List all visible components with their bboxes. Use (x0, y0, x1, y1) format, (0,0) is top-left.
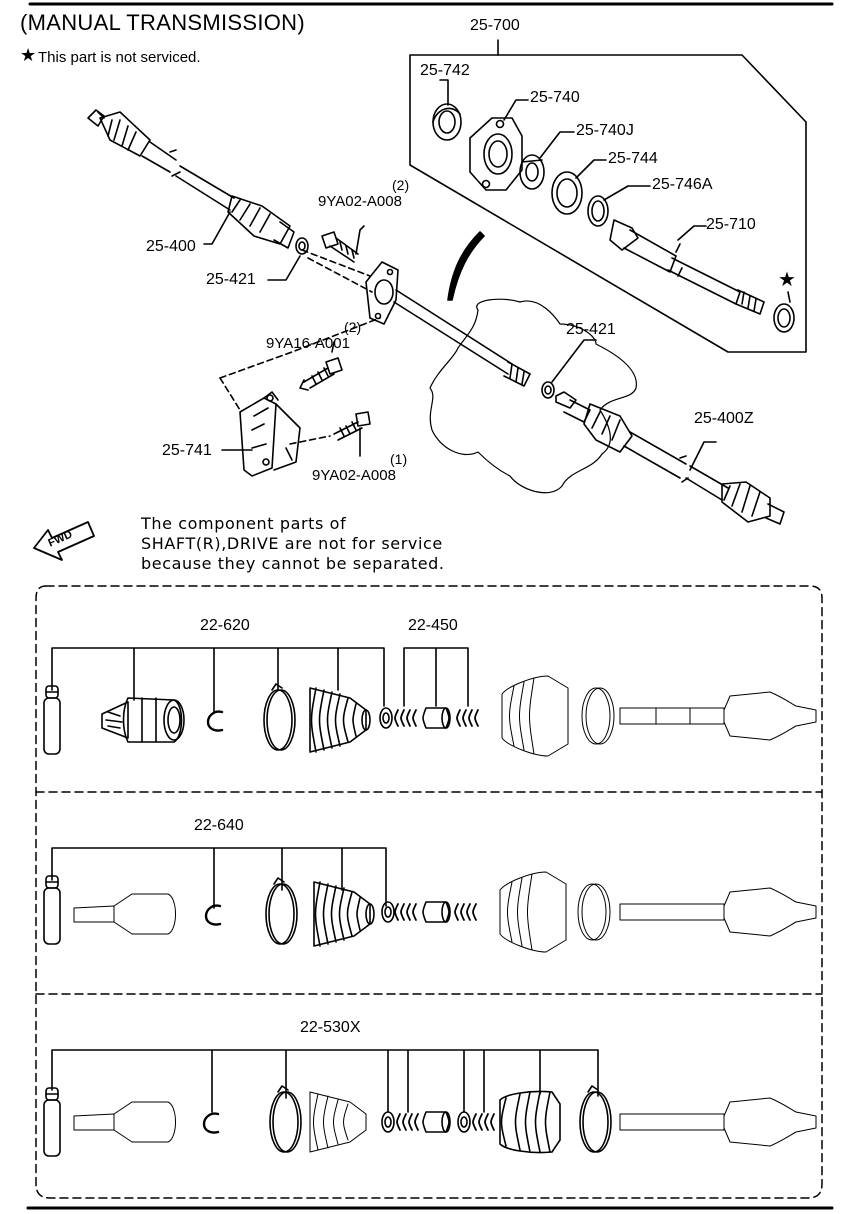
grease-tube-row2 (43, 875, 61, 945)
kit-label-22-620: 22-620 (200, 617, 250, 634)
callout-25-740: 25-740 (530, 89, 580, 106)
transmission-outline (429, 298, 637, 494)
band-inner-row3 (579, 1085, 612, 1153)
callout-bolt-low: 9YA02-A008 (312, 467, 396, 484)
ring-25-744 (551, 171, 583, 215)
seal-25-742 (432, 103, 462, 141)
band-inner-row1 (581, 687, 615, 745)
callout-25-710: 25-710 (706, 216, 756, 233)
bearing-support-25-740 (469, 117, 523, 191)
callout-25-700: 25-700 (470, 17, 520, 34)
boot-ghost-row3 (309, 1091, 367, 1153)
motion-swoosh (447, 231, 485, 301)
ring-25-746A (587, 195, 609, 227)
grease-tube-row3 (43, 1087, 61, 1157)
qty-bolt-low: (1) (390, 451, 408, 467)
kit-row-22-620 (43, 647, 817, 757)
spring-row1 (394, 709, 417, 727)
bolt-9YA16-A001 (299, 357, 343, 391)
spring-row3-b (472, 1113, 495, 1131)
drive-shaft-25-400Z (555, 391, 785, 525)
callout-25-744: 25-744 (608, 150, 658, 167)
circlip-row3 (202, 1112, 220, 1134)
bearing-25-740J (519, 154, 545, 190)
boot-inner-row1 (501, 675, 569, 757)
spring-row3 (396, 1113, 419, 1131)
boot-row1 (309, 687, 371, 753)
qty-bolt-mid: (2) (344, 319, 362, 335)
inner-joint-row1 (619, 691, 817, 741)
circlip-row1 (206, 710, 224, 732)
clip-25-421-right (541, 381, 555, 399)
boot-inner-row2 (499, 871, 567, 953)
callout-25-400Z: 25-400Z (694, 410, 754, 427)
spring-row2-b (454, 903, 477, 921)
star-icon: ★ (20, 45, 37, 65)
outer-joint-ghost-row3 (73, 1101, 177, 1143)
callout-25-746A: 25-746A (652, 176, 713, 193)
washer-not-serviced (773, 303, 795, 333)
kit-label-22-640: 22-640 (194, 817, 244, 834)
callout-25-740J: 25-740J (576, 122, 634, 139)
intermediate-shaft (393, 289, 531, 387)
kit-row-22-640 (43, 847, 817, 953)
callout-25-421-left: 25-421 (206, 271, 256, 288)
service-note-line-1: The component parts of (141, 514, 347, 533)
outer-cv-joint-row1 (101, 697, 185, 743)
star-icon: ★ (778, 269, 796, 291)
kit-label-22-530X: 22-530X (300, 1019, 361, 1036)
boot-band-row1 (263, 683, 296, 751)
callout-25-741: 25-741 (162, 442, 212, 459)
boot-inner-row3 (499, 1090, 561, 1154)
callout-25-400: 25-400 (146, 238, 196, 255)
bracket-25-741 (239, 391, 301, 477)
kit-panel-frame (35, 585, 823, 1199)
assembly-box-25-700 (409, 54, 807, 353)
ring-row2 (381, 901, 395, 923)
band-inner-row2 (577, 883, 611, 941)
inner-joint-row2 (619, 887, 817, 937)
boot-row2 (313, 881, 375, 947)
callout-bolt-mid: 9YA16-A001 (266, 335, 350, 352)
callout-25-421-right: 25-421 (566, 321, 616, 338)
bolt-9YA02-A008-low (333, 411, 371, 441)
tripod-row2 (422, 901, 451, 923)
fwd-arrow-icon (33, 521, 95, 561)
ring-row3-b (457, 1111, 471, 1133)
shaft-25-710 (609, 219, 765, 315)
spring-row2 (394, 903, 417, 921)
grease-tube-row1 (43, 685, 61, 755)
tripod-row3 (422, 1111, 451, 1133)
circlip-row2 (204, 904, 222, 926)
ring-row3 (381, 1111, 395, 1133)
service-note-line-3: because they cannot be separated. (141, 554, 445, 573)
page-title: (MANUAL TRANSMISSION) (20, 10, 305, 35)
callout-bolt-top: 9YA02-A008 (318, 193, 402, 210)
service-note-line-2: SHAFT(R),DRIVE are not for service (141, 534, 443, 553)
drive-shaft-25-400 (87, 109, 295, 249)
bolt-9YA02-A008-top (321, 231, 359, 263)
callout-25-742: 25-742 (420, 62, 470, 79)
intermediate-bearing-bracket (365, 261, 399, 325)
kit-label-22-450: 22-450 (408, 617, 458, 634)
qty-bolt-top: (2) (392, 177, 410, 193)
ring-row1 (379, 707, 393, 729)
kit-row-22-530X (43, 1049, 817, 1157)
not-serviced-note: This part is not serviced. (38, 49, 201, 66)
spring-row1-b (456, 709, 479, 727)
tripod-row1 (422, 707, 451, 729)
outer-joint-ghost-row2 (73, 893, 177, 935)
inner-joint-row3 (619, 1097, 817, 1147)
